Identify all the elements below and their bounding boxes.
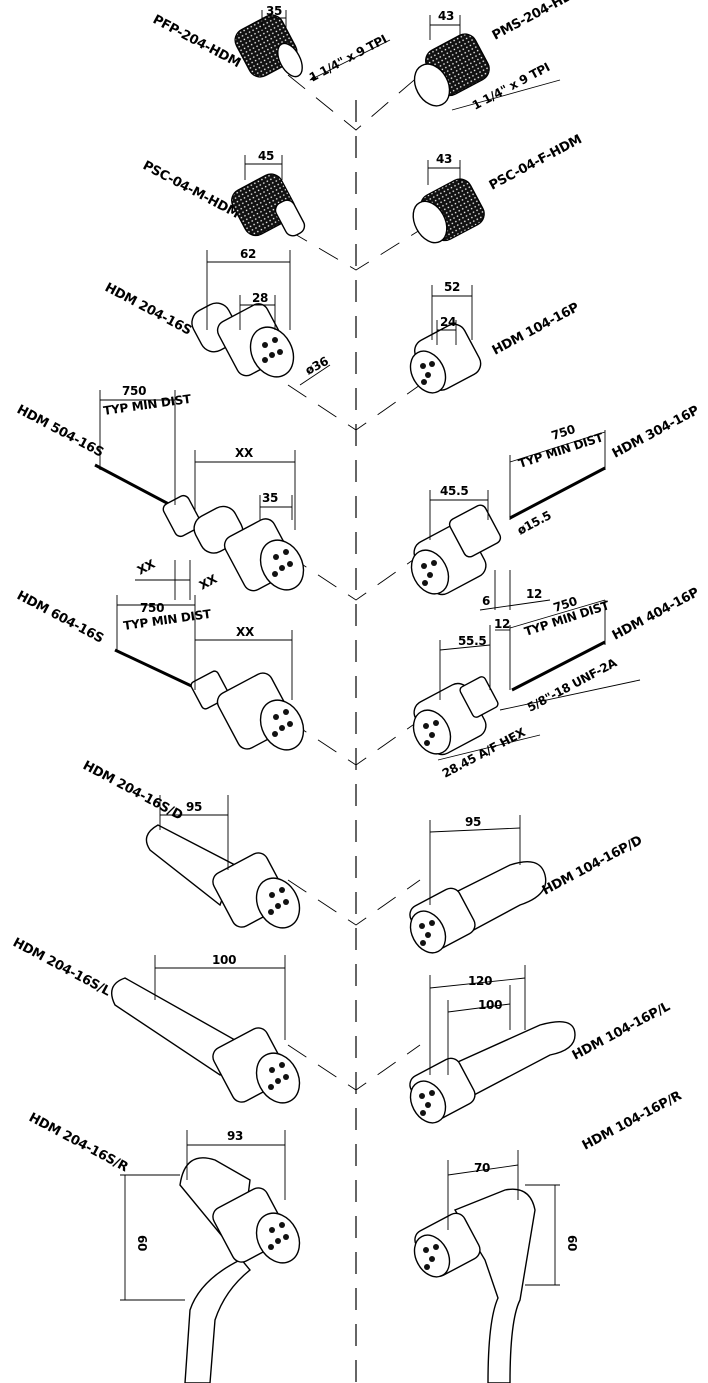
part-hdm104d: 95 HDM 104-16P/D bbox=[409, 815, 645, 954]
dim-label: 750 bbox=[140, 601, 164, 615]
dim-label: XX bbox=[135, 556, 158, 577]
dim-label: 60 bbox=[135, 1235, 149, 1251]
dim-label: 12 bbox=[526, 587, 542, 601]
dim-label: 95 bbox=[465, 815, 481, 829]
dim-label: 70 bbox=[474, 1161, 490, 1175]
dim-label: 750 bbox=[122, 384, 146, 398]
part-label: HDM 204-16S/L bbox=[10, 935, 113, 999]
part-hdm204r: HDM 204-16S/R 93 60 bbox=[26, 1110, 301, 1383]
dim-label: 35 bbox=[266, 4, 282, 18]
part-label: HDM 604-16S bbox=[14, 588, 106, 646]
dim-label: 120 bbox=[468, 974, 492, 988]
center-axis bbox=[287, 74, 421, 1383]
dim-label: 45 bbox=[258, 149, 274, 163]
part-label: HDM 104-16P/D bbox=[540, 833, 645, 899]
part-hdm204l: HDM 204-16S/L 100 bbox=[10, 935, 301, 1104]
dim-label: 95 bbox=[186, 800, 202, 814]
part-hdm504: HDM 504-16S 750 TYP MIN DIST XX 35 XX XX bbox=[14, 384, 305, 600]
part-hdm104l: 120 100 HDM 104-16P/L bbox=[409, 965, 673, 1124]
dim-label: 43 bbox=[436, 152, 452, 166]
part-hdm104: 52 24 HDM 104-16P bbox=[409, 280, 582, 394]
part-label: HDM 104-16P/L bbox=[570, 999, 673, 1063]
dim-label: 35 bbox=[262, 491, 278, 505]
dim-label: 100 bbox=[212, 953, 236, 967]
part-psc-m: PSC-04-M-HDM 45 bbox=[140, 149, 306, 237]
dim-label: 43 bbox=[438, 9, 454, 23]
part-label: PMS-204-HDM bbox=[490, 0, 586, 44]
part-label: HDM 404-16P bbox=[610, 585, 702, 643]
part-label: HDM 104-16P/R bbox=[580, 1088, 685, 1153]
dim-label: XX bbox=[236, 625, 255, 639]
dim-label: 60 bbox=[565, 1235, 579, 1251]
dim-label: 6 bbox=[482, 594, 490, 608]
part-label: HDM 104-16P bbox=[490, 300, 582, 358]
part-hdm404: 55.5 12 750 TYP MIN DIST 5/8"-18 UNF-2A … bbox=[412, 585, 702, 781]
part-hdm104r: 70 60 HDM 104-16P/R bbox=[413, 1088, 685, 1383]
dim-label: XX bbox=[197, 571, 220, 592]
part-pms: 43 PMS-204-HDM 1 1/4" x 9 TPI bbox=[413, 0, 586, 113]
dim-label: 12 bbox=[494, 617, 510, 631]
dim-label: 52 bbox=[444, 280, 460, 294]
part-label: PFP-204-HDM bbox=[150, 12, 243, 71]
part-hdm604: HDM 604-16S 750 TYP MIN DIST XX bbox=[14, 588, 305, 751]
part-hdm304: 750 TYP MIN DIST 45.5 ø15.5 6 12 HDM 304… bbox=[410, 403, 702, 611]
dim-label: XX bbox=[235, 446, 254, 460]
part-label: HDM 504-16S bbox=[14, 402, 106, 460]
dim-label: 5/8"-18 UNF-2A bbox=[525, 655, 620, 714]
part-label: HDM 304-16P bbox=[610, 403, 702, 461]
part-psc-f: 43 PSC-04-F-HDM bbox=[412, 132, 585, 244]
part-label: PSC-04-M-HDM bbox=[140, 158, 241, 221]
part-label: PSC-04-F-HDM bbox=[487, 132, 585, 193]
dim-label: 100 bbox=[478, 998, 502, 1012]
dim-label: TYP MIN DIST bbox=[102, 392, 192, 418]
dim-label: 62 bbox=[240, 247, 256, 261]
dim-label: 28 bbox=[252, 291, 268, 305]
part-pfp: PFP-204-HDM 35 1 1/4" x 9 TPI bbox=[150, 4, 391, 85]
dim-label: 24 bbox=[440, 315, 456, 329]
dim-label: 45.5 bbox=[440, 484, 468, 498]
dim-label: 1 1/4" x 9 TPI bbox=[307, 32, 389, 85]
dim-label: 55.5 bbox=[458, 634, 486, 648]
part-label: HDM 204-16S bbox=[102, 280, 194, 338]
part-label: HDM 204-16S/R bbox=[26, 1110, 130, 1175]
dim-label: 93 bbox=[227, 1129, 243, 1143]
part-hdm204d: HDM 204-16S/D 95 bbox=[80, 758, 301, 929]
part-label: HDM 204-16S/D bbox=[80, 758, 185, 823]
dim-label: TYP MIN DIST bbox=[122, 607, 212, 633]
part-hdm204: HDM 204-16S 62 28 ø36 bbox=[102, 247, 331, 386]
